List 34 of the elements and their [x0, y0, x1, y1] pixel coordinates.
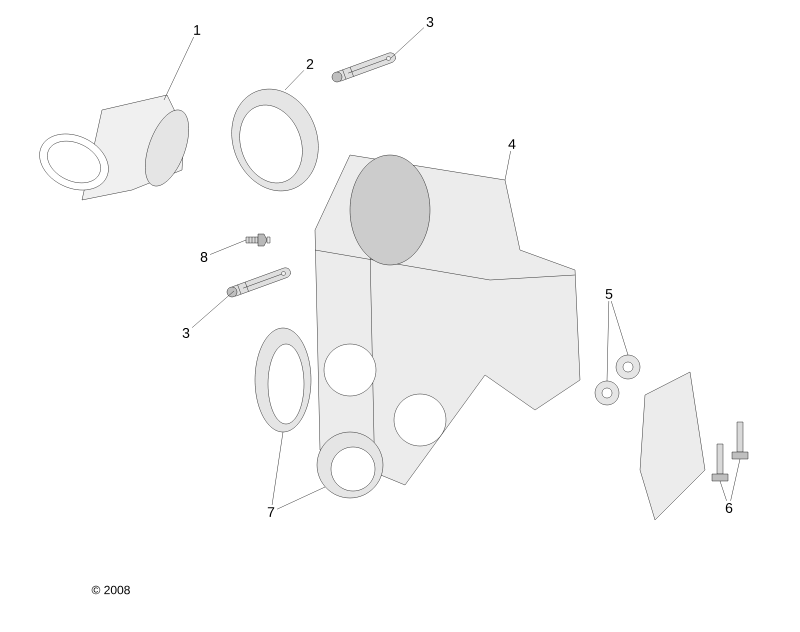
airbox-drawing — [314, 154, 580, 486]
leader-line — [284, 70, 304, 90]
copyright-note: © 2008 — [92, 586, 130, 594]
callout-number: 2 — [306, 59, 314, 69]
bolt-drawing — [732, 422, 748, 460]
callout-number: 5 — [606, 289, 612, 299]
grommet-drawing — [616, 354, 640, 380]
duct-drawing — [254, 328, 312, 432]
ring-drawing — [232, 88, 318, 192]
grommet-drawing — [594, 380, 620, 406]
bolt-drawing — [712, 444, 728, 482]
clip-drawing — [226, 268, 291, 298]
leader-line — [164, 36, 194, 100]
leader-line — [390, 27, 424, 58]
callout-number: 3 — [182, 328, 190, 338]
leader-line — [276, 486, 326, 510]
leader-line — [192, 290, 234, 328]
leader-line — [606, 300, 610, 382]
callout-number: 6 — [726, 503, 732, 513]
duct-drawing — [316, 432, 384, 498]
leader-line — [504, 150, 511, 180]
clip-drawing — [332, 52, 396, 82]
callout-number: 8 — [200, 252, 208, 262]
leader-line — [210, 240, 246, 255]
leader-line — [720, 480, 727, 502]
callout-number: 7 — [268, 507, 274, 517]
callout-number: 3 — [426, 17, 434, 27]
leader-line — [730, 458, 740, 502]
callout-number: 4 — [508, 139, 516, 149]
boot-drawing — [39, 94, 189, 200]
leader-line — [272, 432, 284, 506]
callout-number: 1 — [194, 25, 200, 35]
fitting-drawing — [246, 234, 270, 246]
leader-line — [611, 300, 628, 356]
